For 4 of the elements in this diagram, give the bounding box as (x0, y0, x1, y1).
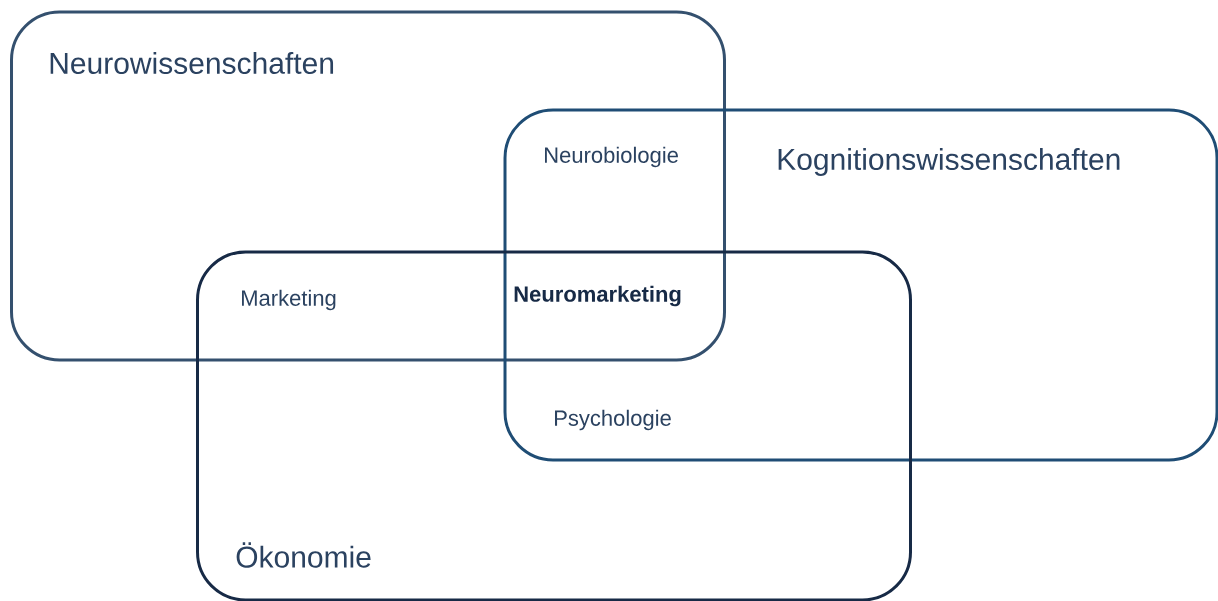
area-label: Neurobiologie (545, 146, 678, 168)
area-label: Marketing (242, 289, 336, 311)
area-label: Psychologie (555, 409, 671, 431)
area-label: Neuromarketing (514, 285, 681, 307)
